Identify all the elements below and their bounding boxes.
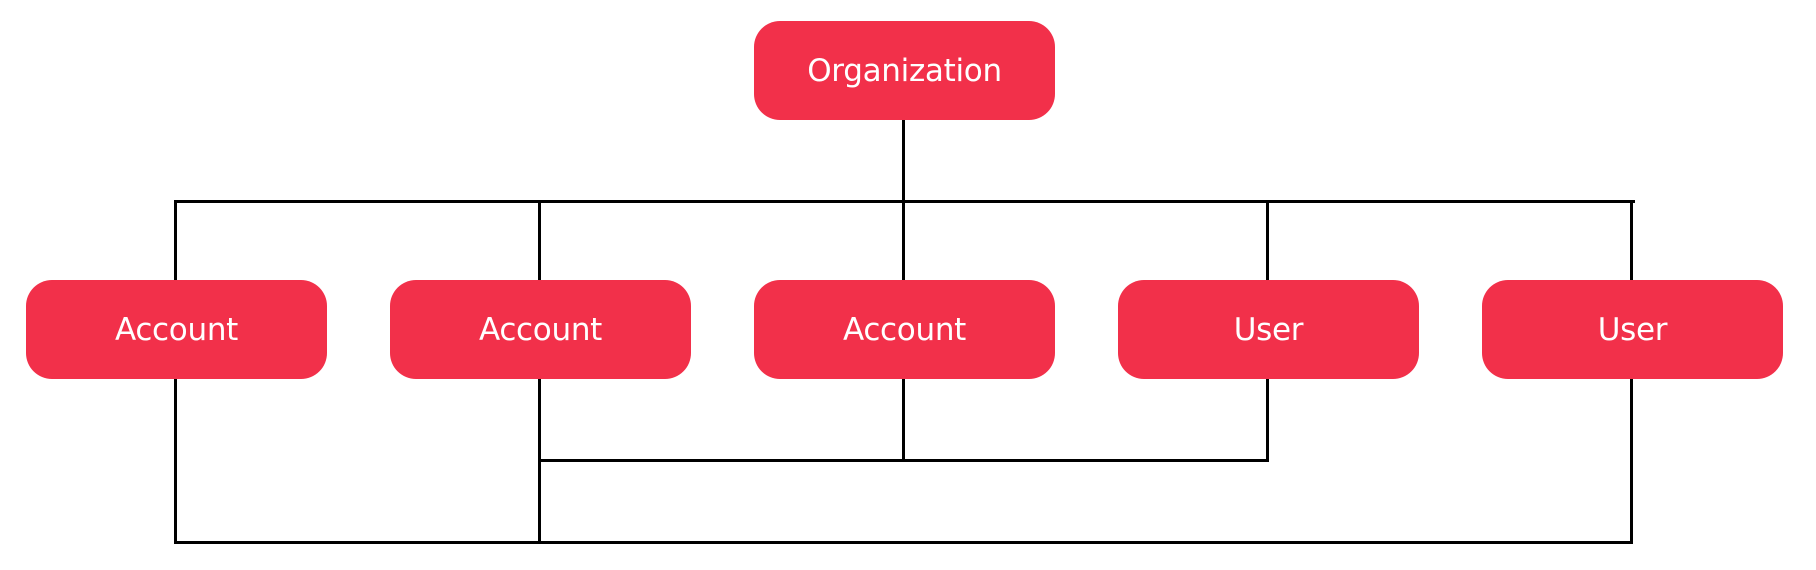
node-label: Account bbox=[114, 311, 239, 348]
node-label: Account bbox=[478, 311, 603, 348]
node-label: Organization bbox=[807, 52, 1002, 89]
node-account-3[interactable]: Account bbox=[754, 280, 1055, 379]
connector-bottom-bus bbox=[174, 541, 1633, 544]
connector-mid-bus bbox=[538, 459, 1269, 462]
node-organization[interactable]: Organization bbox=[754, 21, 1055, 120]
node-account-2[interactable]: Account bbox=[390, 280, 691, 379]
connector-bottom-up-5 bbox=[1630, 379, 1633, 544]
connector-root-down bbox=[902, 120, 905, 203]
node-label: User bbox=[1597, 311, 1668, 348]
connector-top-drop-1 bbox=[174, 200, 177, 280]
connector-top-drop-2 bbox=[538, 200, 541, 280]
connector-mid-up-4 bbox=[1266, 379, 1269, 462]
connector-mid-up-3 bbox=[902, 379, 905, 462]
connector-top-drop-4 bbox=[1266, 200, 1269, 280]
node-account-1[interactable]: Account bbox=[26, 280, 327, 379]
connector-top-drop-3 bbox=[902, 200, 905, 280]
connector-top-drop-5 bbox=[1630, 200, 1633, 280]
connector-bottom-up-1 bbox=[174, 379, 177, 544]
node-user-5[interactable]: User bbox=[1482, 280, 1783, 379]
node-label: User bbox=[1233, 311, 1304, 348]
node-user-4[interactable]: User bbox=[1118, 280, 1419, 379]
node-label: Account bbox=[842, 311, 967, 348]
